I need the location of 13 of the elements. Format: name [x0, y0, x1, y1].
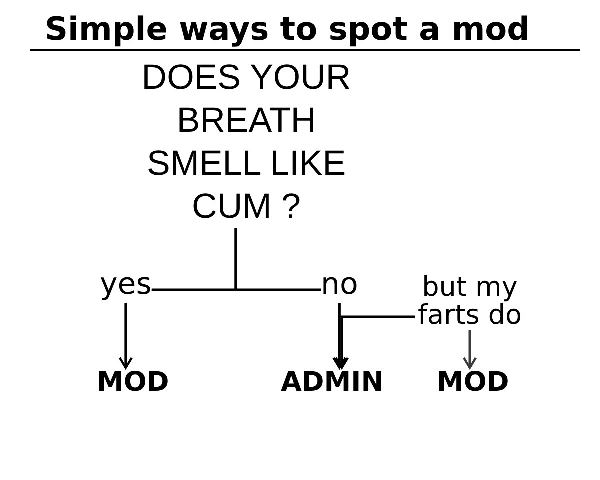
arrow — [334, 316, 415, 370]
result-label: MOD — [437, 368, 510, 398]
result-label: ADMIN — [281, 368, 384, 398]
title: Simple ways to spot a mod — [30, 13, 580, 51]
result-label: MOD — [97, 368, 170, 398]
answer-label: no — [321, 267, 358, 303]
connector-line — [234, 228, 321, 292]
arrow — [118, 303, 134, 370]
question-text: DOES YOUR BREATH SMELL LIKE CUM ? — [134, 56, 359, 228]
note-text: but my farts do — [415, 274, 525, 330]
answer-label: yes — [100, 267, 152, 303]
arrow — [462, 330, 478, 370]
arrow — [332, 303, 347, 370]
